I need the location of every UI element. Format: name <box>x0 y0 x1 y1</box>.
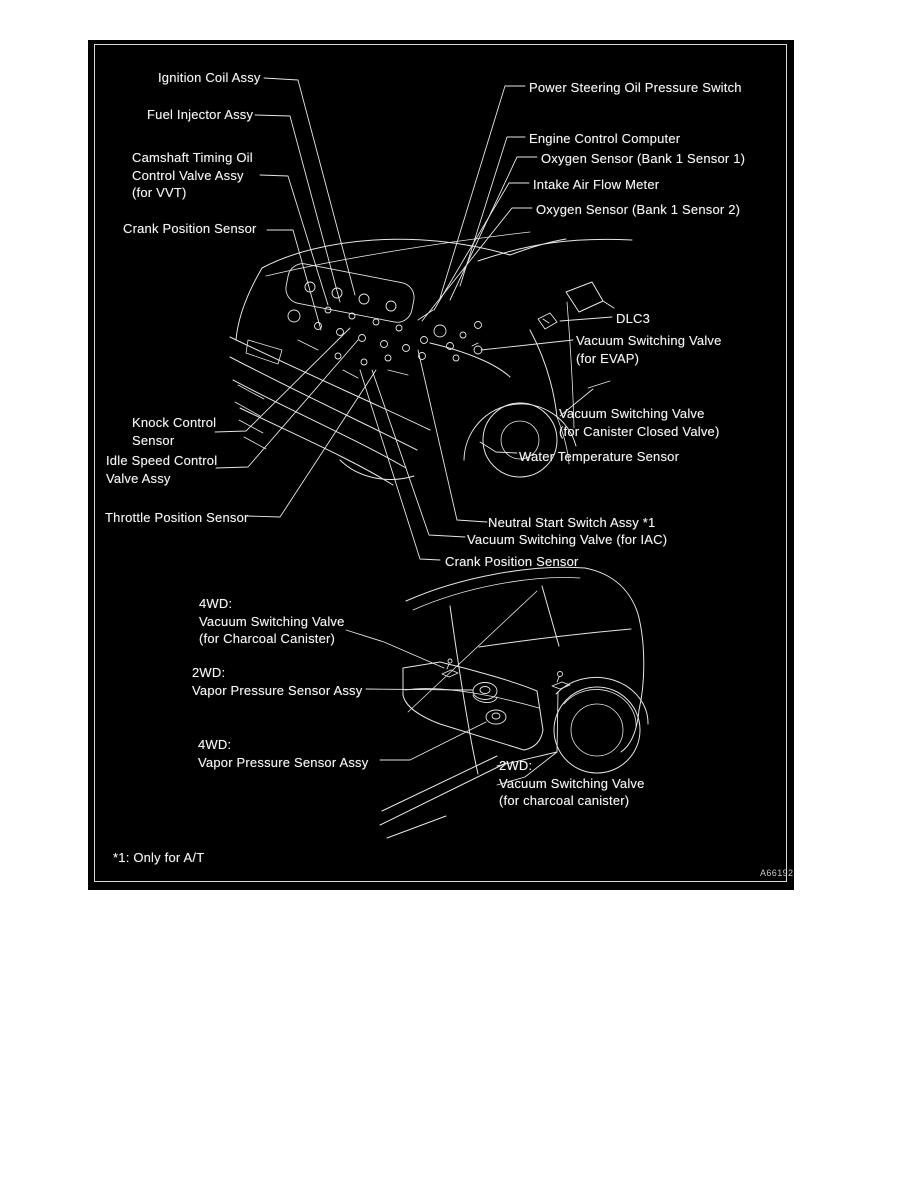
label-vsv-charcoal-canister-4wd: 4WD: Vacuum Switching Valve (for Charcoa… <box>199 596 345 646</box>
label-vsv-evap: Vacuum Switching Valve (for EVAP) <box>576 333 722 366</box>
label-vapor-pressure-sensor-2wd: 2WD: Vapor Pressure Sensor Assy <box>192 665 363 698</box>
leader-lines-rear <box>345 629 559 786</box>
label-water-temperature-sensor: Water Temperature Sensor <box>519 449 680 464</box>
label-neutral-start-switch-assy: Neutral Start Switch Assy *1 <box>488 515 656 530</box>
label-oxygen-sensor-bank1-sensor2: Oxygen Sensor (Bank 1 Sensor 2) <box>536 202 741 217</box>
label-vsv-canister-closed-valve: Vacuum Switching Valve (for Canister Clo… <box>559 406 720 439</box>
label-vsv-iac: Vacuum Switching Valve (for IAC) <box>467 532 668 547</box>
footnote-only-for-at: *1: Only for A/T <box>113 850 205 865</box>
label-camshaft-timing-oil-control-valve: Camshaft Timing Oil Control Valve Assy (… <box>132 150 253 200</box>
rear-vehicle-outline <box>379 566 649 839</box>
label-idle-speed-control-valve: Idle Speed Control Valve Assy <box>106 453 218 486</box>
label-crank-position-sensor-lower: Crank Position Sensor <box>445 554 579 569</box>
figure-code: A66192 <box>760 868 794 878</box>
label-engine-control-computer: Engine Control Computer <box>529 131 681 146</box>
label-vapor-pressure-sensor-4wd: 4WD: Vapor Pressure Sensor Assy <box>198 737 369 770</box>
label-crank-position-sensor-front: Crank Position Sensor <box>123 221 257 236</box>
label-dlc3: DLC3 <box>616 311 651 326</box>
label-fuel-injector-assy: Fuel Injector Assy <box>147 107 254 122</box>
label-power-steering-oil-pressure-switch: Power Steering Oil Pressure Switch <box>529 80 742 95</box>
label-vsv-charcoal-canister-2wd: 2WD: Vacuum Switching Valve (for charcoa… <box>499 758 645 808</box>
component-location-figure: Ignition Coil Assy Fuel Injector Assy Ca… <box>88 40 794 890</box>
leader-lines-front <box>214 77 613 561</box>
label-knock-control-sensor: Knock Control Sensor <box>132 415 217 448</box>
label-ignition-coil-assy: Ignition Coil Assy <box>158 70 261 85</box>
label-oxygen-sensor-bank1-sensor1: Oxygen Sensor (Bank 1 Sensor 1) <box>541 151 746 166</box>
label-throttle-position-sensor: Throttle Position Sensor <box>105 510 249 525</box>
tank-components <box>441 658 571 725</box>
label-intake-air-flow-meter: Intake Air Flow Meter <box>533 177 660 192</box>
vehicle-line-art <box>214 77 649 839</box>
